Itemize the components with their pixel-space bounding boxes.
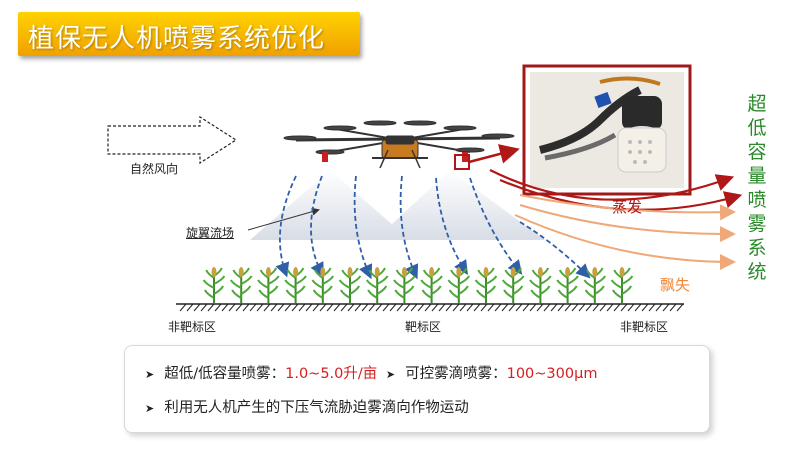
vertical-title-char: 低	[747, 117, 767, 139]
vertical-title-char: 量	[747, 165, 767, 187]
vertical-title-char: 超	[747, 93, 767, 115]
drift-arrow	[514, 214, 736, 270]
drone-illustration	[283, 120, 515, 169]
crop-plant-icon	[284, 267, 307, 303]
crop-row	[202, 267, 634, 303]
vertical-title-char: 雾	[747, 213, 767, 235]
bullet-label: 可控雾滴喷雾：	[405, 366, 507, 382]
crop-plant-icon	[474, 267, 498, 303]
bullet-arrow-icon: ➤	[145, 368, 155, 381]
spray-droplet-arrows	[275, 175, 591, 280]
page-title: 植保无人机喷雾系统优化	[28, 24, 326, 54]
bullet-label: 超低/低容量喷雾：	[164, 366, 286, 382]
rotor-flow-label: 旋翼流场	[186, 226, 235, 240]
bullet-text: 利用无人机产生的下压气流胁迫雾滴向作物运动	[164, 400, 469, 416]
non-target-left-label: 非靶标区	[168, 320, 217, 334]
title-banner: 植保无人机喷雾系统优化	[18, 12, 360, 56]
vertical-title-char: 容	[747, 141, 767, 163]
vertical-title-char: 喷	[747, 189, 767, 211]
crop-plant-icon	[229, 267, 253, 303]
crop-plant-icon	[583, 267, 607, 303]
bullet-line-2: ➤ 利用无人机产生的下压气流胁迫雾滴向作物运动	[145, 396, 469, 417]
crop-plant-icon	[501, 267, 525, 303]
crop-plant-icon	[338, 267, 362, 303]
crop-plant-icon	[556, 267, 579, 303]
crop-plant-icon	[447, 267, 471, 303]
nozzle-photo	[522, 64, 692, 196]
crop-plant-icon	[257, 267, 280, 303]
rotor-flow-cone-left	[250, 170, 410, 240]
wind-arrow-icon	[107, 115, 238, 165]
evaporation-label: 蒸发	[612, 198, 643, 216]
natural-wind-label: 自然风向	[130, 162, 179, 176]
bullet-arrow-icon: ➤	[145, 402, 155, 415]
bullet-value: 1.0~5.0升/亩	[285, 366, 378, 382]
non-target-right-label: 非靶标区	[620, 320, 669, 334]
crop-plant-icon	[610, 267, 634, 303]
drift-arrow	[519, 204, 736, 243]
crop-plant-icon	[365, 267, 389, 303]
crop-plant-icon	[311, 267, 335, 303]
crop-plant-icon	[420, 267, 443, 303]
info-box: ➤ 超低/低容量喷雾：1.0~5.0升/亩 ➤ 可控雾滴喷雾：100~300μm ➤…	[124, 345, 710, 433]
bullet-line-1: ➤ 超低/低容量喷雾：1.0~5.0升/亩 ➤ 可控雾滴喷雾：100~300μm	[145, 362, 597, 383]
crop-plant-icon	[393, 267, 416, 303]
crop-plant-icon	[202, 267, 226, 303]
crop-plant-icon	[529, 267, 552, 303]
bullet-arrow-icon: ➤	[385, 368, 396, 381]
target-label: 靶标区	[405, 320, 442, 334]
drift-label: 飘失	[660, 276, 691, 294]
bullet-value: 100~300μm	[506, 366, 598, 382]
vertical-title: 超 低 容 量 喷 雾 系 统	[744, 92, 770, 284]
evaporation-arrow	[489, 169, 735, 201]
drift-arrow	[519, 194, 736, 221]
vertical-title-char: 系	[747, 237, 767, 259]
rotor-flow-cone-right	[375, 170, 545, 240]
vertical-title-char: 统	[747, 261, 767, 283]
